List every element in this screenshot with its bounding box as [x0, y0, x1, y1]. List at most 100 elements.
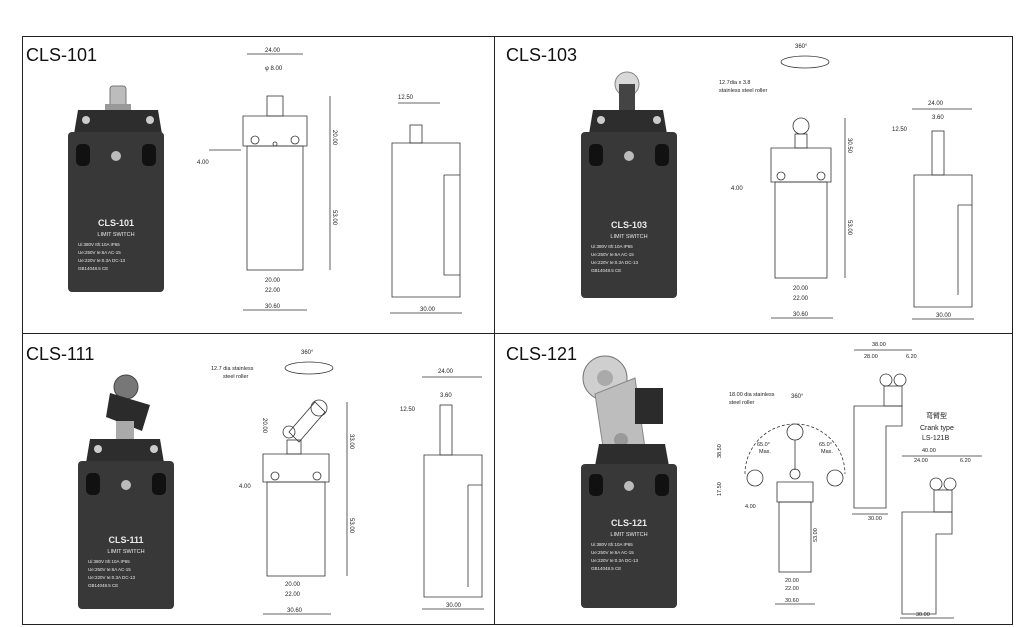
dim-hole: 4.00: [745, 504, 756, 510]
spec-line: Ui:380V Ith:10A IP65: [88, 559, 130, 564]
body-subtitle: LIMIT SWITCH: [107, 549, 144, 555]
dim-hole: 4.00: [731, 186, 743, 192]
product-photo-cls-103: CLS-103 LIMIT SWITCH Ui:380V Ith:10A IP6…: [581, 71, 677, 298]
dim-base: 30.60: [265, 304, 281, 310]
dim-side-width: 12.50: [892, 127, 908, 133]
dim-base: 30.60: [785, 598, 799, 604]
dim-inner-width: 3.60: [932, 115, 944, 121]
dim-head-height: 20.00: [261, 418, 267, 434]
dim-top-1: 38.00: [872, 342, 886, 348]
model-title-cls-101: CLS-101: [26, 45, 98, 65]
model-title-cls-111: CLS-111: [26, 344, 95, 364]
body-subtitle: LIMIT SWITCH: [610, 532, 647, 538]
dim-crank-side-base: 30.00: [916, 612, 930, 618]
dim-body-height: 53.00: [813, 528, 819, 542]
dimension-drawing-front-cls-121: 18.00 dia stainless steel roller 360° 65…: [717, 392, 846, 605]
roller-note-1: 12.7dia x 3.8: [719, 80, 751, 86]
dim-inner-1: 20.00: [265, 278, 281, 284]
grid-horizontal-divider: [22, 333, 1013, 334]
dim-inner-1: 20.00: [793, 286, 809, 292]
dim-side-base: 30.00: [420, 307, 436, 313]
dim-inner-2: 22.00: [785, 586, 799, 592]
dim-body-height: 53.00: [846, 220, 852, 236]
dim-shaft: φ 8.00: [265, 66, 283, 72]
dim-body-height: 53.00: [348, 518, 354, 534]
catalog-grid: [22, 36, 1013, 625]
dim-inner-width: 3.60: [440, 393, 452, 399]
spec-line: GB14048.5 CE: [78, 266, 108, 271]
dim-side-base: 30.00: [936, 313, 952, 319]
dim-body-height: 53.00: [331, 210, 337, 226]
body-label: CLS-101: [98, 218, 134, 228]
dim-arm-height: 38.50: [717, 444, 723, 458]
dimension-drawing-crank-cls-121: 38.00 28.00 6.20 30.00 弯臂型 Crank type LS…: [852, 342, 982, 619]
dim-crank-b: 6.20: [960, 458, 971, 464]
model-title-cls-103: CLS-103: [506, 45, 578, 65]
dimension-drawing-side-cls-103: 24.00 3.60 12.50 30.00: [892, 101, 974, 320]
product-photo-cls-121: CLS-121 LIMIT SWITCH Ui:380V Ith:10A IP6…: [581, 355, 677, 608]
spec-line: Ue:250V Ie:6A AC-15: [88, 567, 131, 572]
crank-type-cn: 弯臂型: [926, 411, 947, 420]
spec-line: Ue:250V Ie:6A AC-15: [78, 250, 121, 255]
roller-note-2: steel roller: [223, 374, 249, 380]
dim-side-width: 12.50: [398, 95, 414, 101]
model-title-cls-121: CLS-121: [506, 344, 578, 364]
dim-base: 30.60: [287, 608, 303, 614]
angle-left: 65.0°: [757, 442, 770, 448]
body-subtitle: LIMIT SWITCH: [97, 232, 134, 238]
dim-top-3: 6.20: [906, 354, 917, 360]
dimension-drawing-front-cls-103: 360° 12.7dia x 3.8 stainless steel rolle…: [719, 44, 852, 319]
dimension-drawing-front-cls-111: 360° 12.7 dia stainless steel roller 20.…: [211, 350, 354, 615]
dim-top-width: 24.00: [265, 48, 281, 54]
spec-line: Ui:380V Ith:10A IP65: [78, 242, 120, 247]
dim-inner-1: 20.00: [785, 578, 799, 584]
crank-type-en: Crank type: [920, 425, 954, 432]
dim-inner-2: 22.00: [265, 288, 281, 294]
roller-note-1: 12.7 dia stainless: [211, 366, 254, 372]
crank-model: LS-121B: [922, 435, 950, 442]
roller-note-2: steel roller: [729, 400, 755, 406]
dim-side-base: 30.00: [446, 603, 462, 609]
angle-right: 65.0°: [819, 442, 832, 448]
dimension-drawing-side-cls-111: 24.00 3.60 12.50 30.00: [400, 369, 484, 610]
roller-note-2: stainless steel roller: [719, 88, 767, 94]
spec-line: GB14048.5 CE: [591, 566, 621, 571]
dim-base: 30.60: [793, 312, 809, 318]
dim-inner-1: 20.00: [285, 582, 301, 588]
rotation-label: 360°: [301, 350, 314, 356]
dim-top-width: 24.00: [928, 101, 944, 107]
product-photo-cls-111: CLS-111 LIMIT SWITCH Ui:380V Ith:10A IP6…: [78, 374, 174, 609]
dim-arm-height: 33.00: [348, 434, 354, 450]
body-label: CLS-111: [108, 535, 143, 545]
roller-note-1: 18.00 dia stainless: [729, 392, 775, 398]
spec-line: Ui:380V Ith:10A IP65: [591, 244, 633, 249]
dim-top-2: 28.00: [864, 354, 878, 360]
spec-line: GB14048.5 CE: [591, 268, 621, 273]
spec-line: Ue:220V Ie:0.3A DC-13: [78, 258, 126, 263]
dim-head-height: 30.50: [846, 138, 852, 154]
rotation-label: 360°: [795, 44, 808, 50]
dim-side-base: 30.00: [868, 516, 882, 522]
dim-inner-2: 22.00: [793, 296, 809, 302]
product-photo-cls-101: CLS-101 LIMIT SWITCH Ui:380V Ith:10A IP6…: [68, 85, 164, 292]
rotation-label: 360°: [791, 394, 804, 400]
grid-vertical-divider: [494, 36, 495, 625]
spec-line: Ue:220V Ie:0.3A DC-13: [591, 260, 639, 265]
dim-head-height: 20.00: [331, 130, 337, 146]
dim-crank-width: 40.00: [922, 448, 936, 454]
dim-crank-a: 24.00: [914, 458, 928, 464]
dim-inner-2: 22.00: [285, 592, 301, 598]
dim-side-width: 12.50: [400, 407, 416, 413]
body-label: CLS-121: [611, 518, 647, 528]
spec-line: Ue:220V Ie:0.3A DC-13: [88, 575, 136, 580]
angle-right-sub: Max.: [821, 449, 833, 455]
dim-hole: 4.00: [197, 160, 209, 166]
angle-left-sub: Max.: [759, 449, 771, 455]
spec-line: GB14048.5 CE: [88, 583, 118, 588]
dimension-drawing-side-cls-101: 12.50 30.00: [390, 95, 462, 314]
dim-side-height: 17.50: [717, 482, 723, 496]
spec-line: Ui:380V Ith:10A IP65: [591, 542, 633, 547]
dim-hole: 4.00: [239, 484, 251, 490]
dimension-drawing-front-cls-101: 24.00 φ 8.00 20.00 53.00 4.00 20.00 22.0…: [197, 48, 337, 311]
dim-top-width: 24.00: [438, 369, 454, 375]
